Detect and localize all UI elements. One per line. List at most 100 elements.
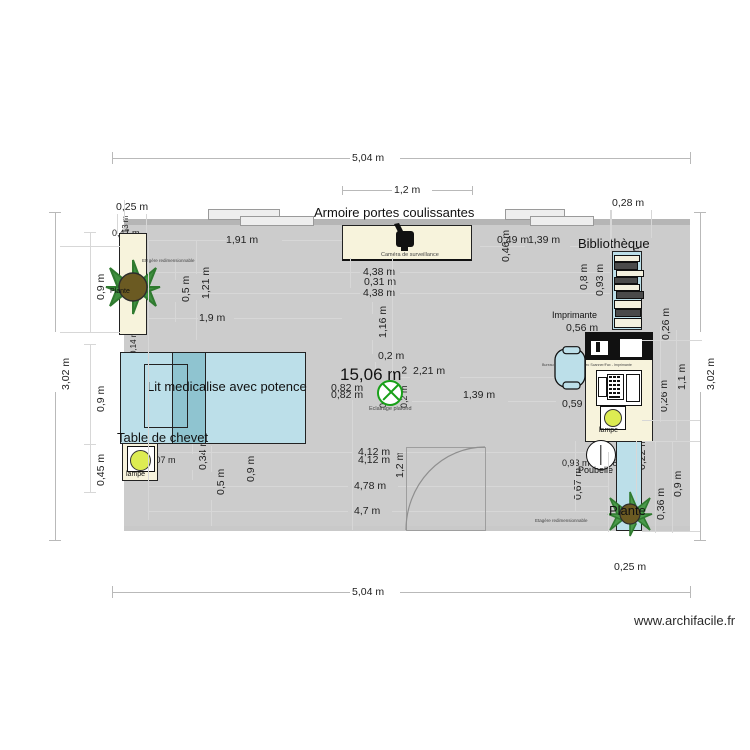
guide-v-12 xyxy=(352,400,353,530)
plant-left-icon xyxy=(105,259,161,315)
ceiling-light[interactable] xyxy=(377,380,403,406)
guide-v-13 xyxy=(608,452,609,532)
keyboard-glyph xyxy=(607,374,624,400)
dimline-191 xyxy=(148,240,226,241)
bin-label: Poubelle xyxy=(578,465,614,475)
printer-slot xyxy=(596,342,600,352)
dimline-025-left xyxy=(117,214,118,234)
dimline-438a2 xyxy=(400,272,610,273)
dimline-438b2 xyxy=(400,293,610,294)
dimline-47 xyxy=(148,511,348,512)
dim-191: 1,91 m xyxy=(226,234,259,246)
bookcase-shelf-5 xyxy=(614,284,640,291)
dim-031: 0,31 m xyxy=(364,276,397,288)
dim-right-056: 0,56 m xyxy=(566,322,599,334)
guide-v-1 xyxy=(660,326,661,422)
door-bottom[interactable] xyxy=(405,446,486,531)
dimline-19 xyxy=(148,318,198,319)
dim-221: 2,21 m xyxy=(413,365,446,377)
dim-top-left-025: 0,25 m xyxy=(116,201,149,213)
dim-left-09b: 0,9 m xyxy=(95,385,107,412)
dimline-116 xyxy=(372,302,373,314)
plant-left[interactable] xyxy=(104,258,162,316)
dimtick-right-bot xyxy=(694,540,706,541)
dimline-034 xyxy=(192,444,193,454)
dim-bottom-overall: 5,04 m xyxy=(352,586,385,598)
guide-v-6 xyxy=(575,441,576,511)
bed-mattress-inner xyxy=(144,364,188,428)
dim-12v: 1,2 m xyxy=(394,451,406,478)
plant-right-label: Plante xyxy=(609,503,646,518)
lamp-left-icon xyxy=(130,450,151,471)
dimtick-wardrobe-l xyxy=(342,186,343,195)
dimtick-left-09a-t xyxy=(84,232,96,233)
plant-right[interactable] xyxy=(606,490,654,538)
bookcase-shelf-2 xyxy=(614,262,638,270)
dimline-05v2 xyxy=(175,302,176,322)
dimline-139-top xyxy=(480,246,525,247)
wall-top xyxy=(124,219,690,225)
dim-right-046: 0,46 m xyxy=(500,229,512,262)
guide-h-5 xyxy=(642,441,700,442)
dim-left-045: 0,45 m xyxy=(95,453,107,486)
dimline-right-overall xyxy=(700,212,701,332)
dimline-221 xyxy=(400,377,410,378)
dimtick-top-left xyxy=(112,152,113,164)
guide-h-2 xyxy=(60,332,120,333)
dim-left-overall: 3,02 m xyxy=(60,357,72,390)
dim-right-08: 0,8 m xyxy=(578,263,590,290)
dimline-left-09a xyxy=(90,232,91,332)
camera-surveillance[interactable] xyxy=(392,222,418,252)
dimline-028-left xyxy=(611,210,612,238)
dim-438a: 4,38 m xyxy=(363,266,396,278)
dimline-bottom-overall-2 xyxy=(400,592,690,593)
dim-top-right-028: 0,28 m xyxy=(612,197,645,209)
guide-h-4 xyxy=(642,420,700,421)
camera-label: Caméra de surveillance xyxy=(381,252,439,258)
nightstand-label: Table de chevet xyxy=(117,430,209,445)
dimline-116b xyxy=(372,340,373,354)
dim-47: 4,7 m xyxy=(354,505,381,517)
bed-medical[interactable] xyxy=(120,352,306,444)
dimtick-bottom-right xyxy=(690,586,691,598)
guide-v-4 xyxy=(672,441,673,533)
dimline-05bot xyxy=(211,446,212,472)
guide-v-11 xyxy=(148,240,149,520)
dimtick-wardrobe-r xyxy=(472,186,473,195)
dimline-right-overall-2 xyxy=(700,392,701,540)
guide-v-2 xyxy=(676,330,677,440)
dimline-478b xyxy=(398,486,608,487)
dim-top-overall: 5,04 m xyxy=(352,152,385,164)
bin-poubelle[interactable] xyxy=(586,440,616,470)
shelf-left-label: Etagère redimensionnable xyxy=(142,258,195,263)
area-unit: 2 xyxy=(401,365,407,377)
dimline-191-2 xyxy=(282,240,342,241)
bookcase-shelf-6 xyxy=(616,291,644,299)
guide-v-8 xyxy=(392,258,393,378)
dimline-47b xyxy=(392,511,608,512)
chair[interactable] xyxy=(551,346,591,390)
guide-h-6 xyxy=(642,531,700,532)
dimline-left-045 xyxy=(90,444,91,492)
dimline-05bot2 xyxy=(211,500,212,526)
printer-tray-right xyxy=(619,338,643,358)
guide-h-1 xyxy=(60,246,120,247)
dimline-bottom-overall xyxy=(112,592,350,593)
dimline-412b xyxy=(398,452,608,453)
dimline-025-right xyxy=(146,214,147,234)
wardrobe-label: Armoire portes coulissantes xyxy=(314,205,475,220)
dimline-139-top-2 xyxy=(570,246,610,247)
dim-05bot: 0,5 m xyxy=(215,468,227,495)
camera-icon xyxy=(394,223,414,251)
plant-right-icon xyxy=(607,491,653,537)
dimtick-left-bot xyxy=(49,540,61,541)
dim-082b: 0,82 m xyxy=(331,389,364,401)
dim-121: 1,21 m xyxy=(200,266,212,299)
dim-right-038: 0,38 m xyxy=(600,458,628,468)
dim-007: 0,07 m xyxy=(148,455,176,465)
guide-h-3 xyxy=(642,340,702,341)
dimtick-top-right xyxy=(690,152,691,164)
guide-v-5 xyxy=(636,441,637,501)
lamp-left-label: lampe xyxy=(126,471,146,478)
